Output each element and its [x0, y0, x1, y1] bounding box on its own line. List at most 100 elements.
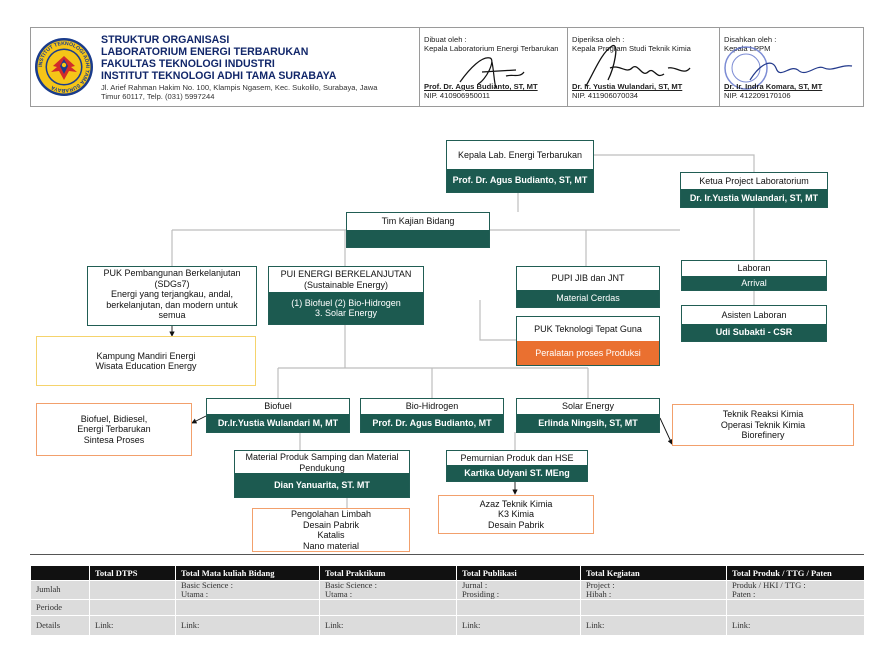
pui-title: PUI ENERGI BERKELANJUTAN: [280, 269, 412, 279]
details-link[interactable]: Link:: [319, 614, 457, 636]
row-label: Jumlah: [30, 579, 90, 600]
kampung-line-2: Wisata Education Energy: [95, 361, 197, 371]
pui-focus-1: (1) Biofuel (2) Bio-Hidrogen: [291, 297, 401, 308]
produk-cell[interactable]: Produk / HKI / TTG :Paten :: [726, 579, 865, 600]
puk-ttg-box: PUK Teknologi Tepat Guna Peralatan prose…: [516, 316, 660, 366]
laboran-title: Laboran: [737, 263, 771, 274]
material-box: Material Produk Samping dan Material Pen…: [234, 450, 410, 498]
solar-note: Teknik Reaksi Kimia Operasi Teknik Kimia…: [672, 404, 854, 446]
lab-name: LABORATORIUM ENERGI TERBARUKAN: [101, 46, 309, 58]
material-title-1: Material Produk Samping dan Material: [245, 452, 399, 462]
azaz-3: Desain Pabrik: [487, 519, 545, 530]
keg-hibah: Hibah :: [586, 588, 612, 599]
publikasi-cell[interactable]: Jurnal :Prosiding :: [456, 579, 581, 600]
periode-cell[interactable]: [175, 598, 320, 616]
matkul-utama: Utama :: [181, 588, 209, 599]
lab-assistant-box: Asisten Laboran Udi Subakti - CSR: [681, 305, 827, 342]
project-lead-box: Ketua Project Laboratorium Dr. Ir.Yustia…: [680, 172, 828, 208]
solar-note-2: Operasi Teknik Kimia: [720, 419, 806, 430]
doc-title: STRUKTUR ORGANISASI: [101, 34, 230, 46]
signer-nip: NIP. 411906070034: [572, 91, 639, 100]
signer-label: Dibuat oleh :: [424, 35, 467, 44]
address-line-2: Timur 60117, Telp. (031) 5997244: [101, 92, 215, 101]
details-link[interactable]: Link:: [175, 614, 320, 636]
section-divider: [30, 554, 864, 555]
table-header: Total Kegiatan: [580, 566, 727, 580]
periode-cell[interactable]: [456, 598, 581, 616]
signer-name: Dr. Ir. Yustia Wulandari, ST, MT: [572, 82, 683, 91]
signer-name: Dr. Ir. Indra Komara, ST, MT: [724, 82, 823, 91]
prak-utama: Utama :: [325, 588, 353, 599]
laboran-box: Laboran Arrival: [681, 260, 827, 291]
biofuel-name: Dr.Ir.Yustia Wulandari M, MT: [207, 414, 349, 432]
table-header: Total Mata kuliah Bidang: [175, 566, 320, 580]
institute-name: INSTITUT TEKNOLOGI ADHI TAMA SURABAYA: [101, 70, 337, 82]
prod-hki: Produk / HKI / TTG :: [732, 579, 806, 590]
details-link[interactable]: Link:: [726, 614, 865, 636]
summary-table: Total DTPS Total Mata kuliah Bidang Tota…: [30, 566, 865, 636]
signer-name: Prof. Dr. Agus Budianto, ST, MT: [424, 82, 538, 91]
dtps-cell[interactable]: [89, 579, 176, 600]
table-row-periode: Periode: [30, 598, 865, 616]
details-link[interactable]: Link:: [89, 614, 176, 636]
material-title-2: Pendukung: [299, 462, 345, 473]
kampung-line-1: Kampung Mandiri Energi: [96, 350, 196, 361]
pub-jurnal: Jurnal :: [462, 579, 488, 590]
material-name: Dian Yanuarita, ST. MT: [235, 473, 409, 497]
periode-cell[interactable]: [89, 598, 176, 616]
kegiatan-cell[interactable]: Project :Hibah :: [580, 579, 727, 600]
pengolahan-4: Nano material: [302, 540, 360, 551]
study-team-box: Tim Kajian Bidang: [346, 212, 490, 248]
pui-focus-2: 3. Solar Energy: [314, 308, 378, 318]
keg-project: Project :: [586, 579, 615, 590]
matkul-basic: Basic Science :: [181, 579, 233, 590]
biofuel-title: Biofuel: [264, 401, 292, 412]
lab-assistant-name: Udi Subakti - CSR: [682, 324, 826, 341]
solar-note-3: Biorefinery: [741, 430, 785, 441]
details-link[interactable]: Link:: [456, 614, 581, 636]
periode-cell[interactable]: [580, 598, 727, 616]
lab-assistant-title: Asisten Laboran: [721, 309, 787, 320]
azaz-note: Azaz Teknik Kimia K3 Kimia Desain Pabrik: [438, 495, 594, 534]
prod-paten: Paten :: [732, 588, 756, 599]
purification-name: Kartika Udyani ST. MEng: [447, 465, 587, 481]
faculty-name: FAKULTAS TEKNOLOGI INDUSTRI: [101, 58, 275, 70]
puk-ttg-title: PUK Teknologi Tepat Guna: [534, 323, 642, 334]
pengolahan-3: Katalis: [317, 530, 345, 540]
head-of-lab-box: Kepala Lab. Energi Terbarukan Prof. Dr. …: [446, 140, 594, 193]
table-header: [30, 566, 90, 580]
solar-note-1: Teknik Reaksi Kimia: [722, 409, 804, 420]
biofuel-note-1: Biofuel, Bidiesel,: [80, 413, 148, 424]
signer-label: Diperiksa oleh :: [572, 35, 625, 44]
row-label: Details: [30, 614, 90, 636]
periode-cell[interactable]: [319, 598, 457, 616]
solar-box: Solar Energy Erlinda Ningsih, ST, MT: [516, 398, 660, 433]
periode-cell[interactable]: [726, 598, 865, 616]
study-team-name: [347, 230, 489, 247]
project-lead-title: Ketua Project Laboratorium: [699, 175, 809, 186]
pui-energy-box: PUI ENERGI BERKELANJUTAN (Sustainable En…: [268, 266, 424, 325]
biofuel-box: Biofuel Dr.Ir.Yustia Wulandari M, MT: [206, 398, 350, 433]
signer-role: Kepala Laboratorium Energi Terbarukan: [424, 44, 559, 53]
table-header: Total Praktikum: [319, 566, 457, 580]
pengolahan-note: Pengolahan Limbah Desain Pabrik Katalis …: [252, 508, 410, 552]
institution-logo: INSTITUT TEKNOLOGI ADHI TAMA SURABAYA: [31, 28, 97, 106]
matkul-cell[interactable]: Basic Science :Utama :: [175, 579, 320, 600]
pupi-name: Material Cerdas: [517, 290, 659, 307]
details-link[interactable]: Link:: [580, 614, 727, 636]
biohydrogen-name: Prof. Dr. Agus Budianto, MT: [361, 414, 503, 432]
study-team-title: Tim Kajian Bidang: [381, 216, 455, 227]
puk-sustainable-dev-box: PUK Pembangunan Berkelanjutan (SDGs7) En…: [87, 266, 257, 326]
table-header-row: Total DTPS Total Mata kuliah Bidang Tota…: [30, 566, 865, 580]
biofuel-note: Biofuel, Bidiesel, Energi Terbarukan Sin…: [36, 403, 192, 456]
solar-name: Erlinda Ningsih, ST, MT: [517, 414, 659, 432]
signer-nip: NIP. 412209170106: [724, 91, 791, 100]
pupi-title: PUPI JIB dan JNT: [551, 273, 625, 284]
pui-subtitle: (Sustainable Energy): [303, 279, 389, 290]
praktikum-cell[interactable]: Basic Science :Utama :: [319, 579, 457, 600]
puk-sdg-title: PUK Pembangunan Berkelanjutan: [103, 268, 241, 278]
azaz-2: K3 Kimia: [497, 509, 534, 520]
biohydrogen-box: Bio-Hidrogen Prof. Dr. Agus Budianto, MT: [360, 398, 504, 433]
table-row-jumlah: Jumlah Basic Science :Utama : Basic Scie…: [30, 579, 865, 600]
address-line-1: Jl. Arief Rahman Hakim No. 100, Klampis …: [101, 83, 378, 92]
